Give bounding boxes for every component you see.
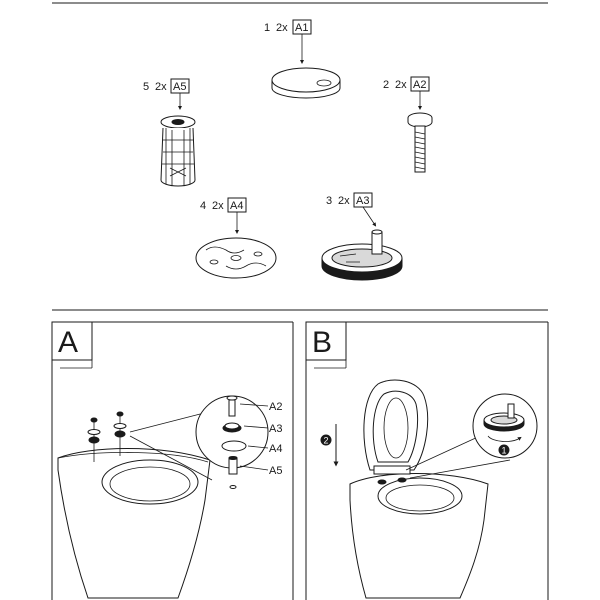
marker-2-badge [320, 434, 332, 446]
step-label: B [312, 326, 332, 359]
part-code: A3 [356, 195, 369, 207]
callout-a3: A3 [269, 423, 282, 435]
part-label-a1: 1 2x A1 [264, 19, 312, 35]
detail-circle-a [195, 395, 269, 489]
part-code: A5 [173, 81, 186, 93]
bolt-stack-right [113, 411, 127, 456]
anchor-a5-drawing [160, 115, 196, 187]
part-label-a5: 5 2x A5 [143, 78, 190, 94]
part-number: 3 [326, 195, 332, 207]
part-quantity: 2x [395, 79, 407, 91]
step-label: A [58, 326, 78, 359]
marker-2: 2 [324, 436, 329, 446]
cap-a1-drawing [271, 67, 341, 99]
plate-a4-drawing [195, 237, 277, 279]
part-code: A2 [413, 79, 426, 91]
part-label-a2: 2 2x A2 [383, 76, 430, 92]
base-a3-drawing [321, 229, 403, 281]
lower-arrow: 2 [320, 424, 339, 467]
part-number: 1 [264, 22, 270, 34]
toilet-a-drawing [57, 448, 211, 599]
part-number: 2 [383, 79, 389, 91]
part-number: 5 [143, 81, 149, 93]
step-label-box [51, 321, 93, 361]
toilet-b-drawing [349, 473, 489, 599]
part-code: A4 [230, 200, 243, 212]
part-code: A1 [295, 22, 308, 34]
part-label-a3: 3 2x A3 [326, 192, 373, 208]
callout-a5: A5 [269, 465, 282, 477]
part-number: 4 [200, 200, 206, 212]
part-quantity: 2x [276, 22, 288, 34]
callout-a4: A4 [269, 443, 282, 455]
raised-seat-lid [363, 379, 429, 485]
detail-circle-b: 1 [472, 393, 538, 459]
step-a-panel: A [51, 321, 294, 600]
part-quantity: 2x [212, 200, 224, 212]
part-label-a4: 4 2x A4 [200, 197, 247, 213]
part-quantity: 2x [338, 195, 350, 207]
part-quantity: 2x [155, 81, 167, 93]
bolt-a2-drawing [407, 112, 433, 173]
step-b-panel: B [305, 321, 549, 600]
step-label-box [305, 321, 347, 361]
bolt-stack-left [87, 417, 101, 462]
marker-1-badge [498, 444, 510, 456]
marker-1: 1 [502, 446, 507, 456]
callout-a2: A2 [269, 401, 282, 413]
